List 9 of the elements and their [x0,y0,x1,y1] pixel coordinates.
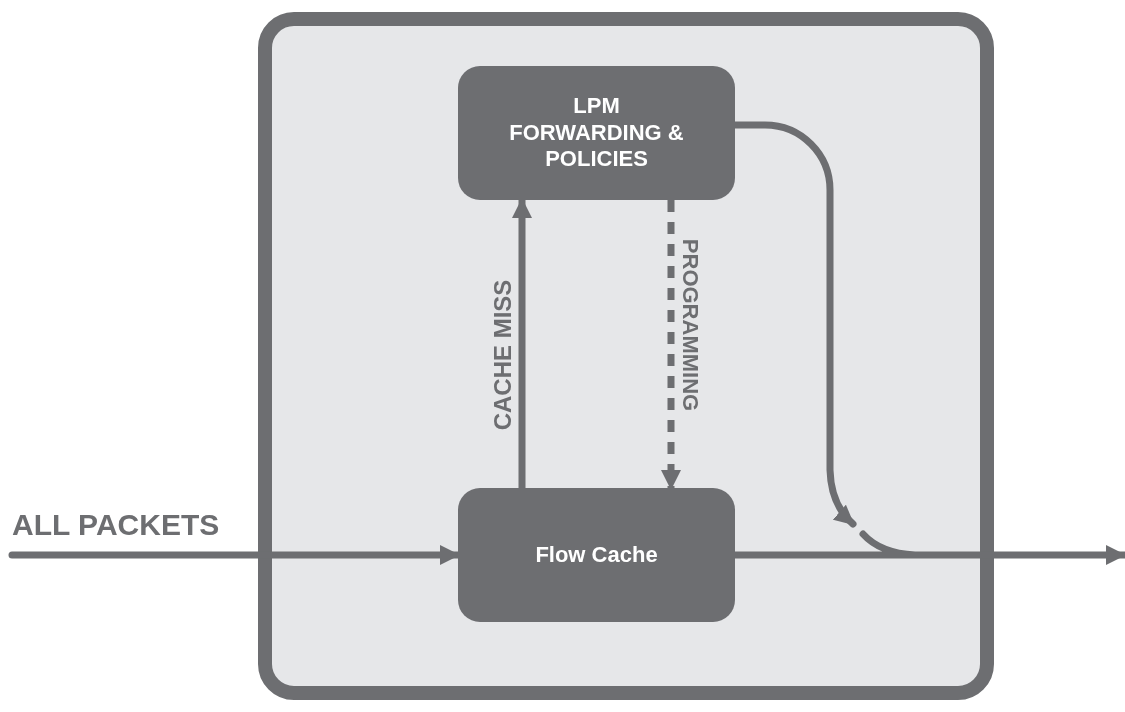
edge-label: PROGRAMMING [677,238,704,412]
box-label: Flow Cache [534,541,659,569]
arrow [661,200,681,490]
process-box [458,488,735,622]
container-box [258,12,994,700]
process-box [458,66,735,200]
box-label: LPM FORWARDING & POLICIES [508,93,685,173]
edge-label: CACHE MISS [488,279,517,431]
edge-label: ALL PACKETS [12,508,220,542]
